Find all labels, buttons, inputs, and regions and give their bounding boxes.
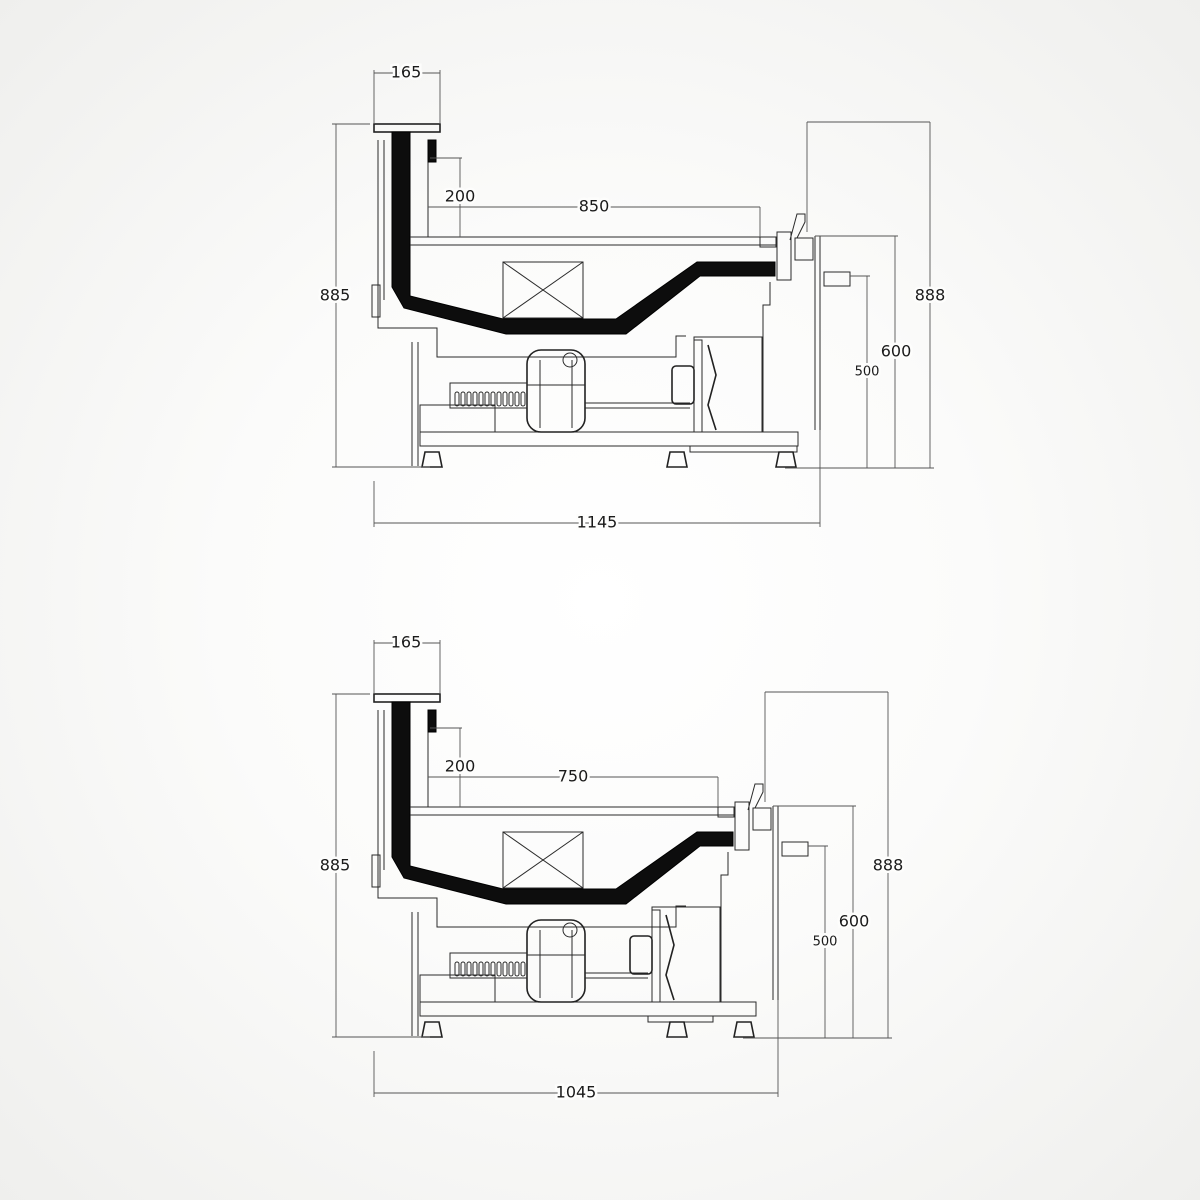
coil-fin bbox=[472, 961, 478, 977]
electrical-box bbox=[419, 404, 496, 433]
dim-label-height-600: 600 bbox=[881, 342, 912, 361]
front-handle bbox=[747, 783, 764, 811]
compressor-terminal bbox=[562, 352, 578, 368]
fan-motor-mount bbox=[693, 339, 703, 433]
coil-fin bbox=[454, 391, 460, 407]
fan-motor bbox=[671, 365, 695, 405]
top-canopy bbox=[373, 123, 441, 133]
coil-fin bbox=[478, 391, 484, 407]
wall-bracket bbox=[781, 841, 809, 857]
fan-motor-mount bbox=[651, 909, 661, 1003]
adjustable-foot bbox=[733, 1021, 755, 1038]
adjustable-foot bbox=[421, 451, 443, 468]
coil-fin bbox=[490, 391, 496, 407]
dim-label-height-500: 500 bbox=[813, 935, 838, 950]
coil-fin bbox=[514, 391, 520, 407]
coil-fin bbox=[490, 961, 496, 977]
coil-fin bbox=[496, 961, 502, 977]
condenser-housing bbox=[693, 336, 763, 433]
dim-label-top-width: 165 bbox=[391, 63, 422, 82]
electrical-box bbox=[419, 974, 496, 1003]
base-rail bbox=[647, 1015, 714, 1023]
coil-fin bbox=[466, 961, 472, 977]
insulated-tub-wall bbox=[391, 131, 776, 335]
coil-fin bbox=[496, 391, 502, 407]
coil-fin bbox=[466, 391, 472, 407]
dim-label-overall-width: 1045 bbox=[556, 1083, 597, 1102]
coil-fin bbox=[478, 961, 484, 977]
cabinet-outline-left bbox=[377, 710, 686, 928]
coil-fin bbox=[454, 961, 460, 977]
coil-fin bbox=[460, 391, 466, 407]
product-box-cross bbox=[502, 831, 584, 889]
cabinet-outline-left bbox=[377, 140, 686, 358]
dim-label-height-600: 600 bbox=[839, 912, 870, 931]
coil-fin bbox=[520, 961, 526, 977]
cabinet-outline-right bbox=[762, 282, 771, 432]
coil-fin bbox=[520, 391, 526, 407]
condenser-coil bbox=[449, 382, 528, 409]
dim-label-height-right: 888 bbox=[873, 856, 904, 875]
top-canopy bbox=[373, 693, 441, 703]
adjustable-foot bbox=[421, 1021, 443, 1038]
product-box bbox=[502, 831, 584, 889]
front-bumper bbox=[776, 231, 792, 281]
dim-label-height-left: 885 bbox=[320, 286, 351, 305]
dim-label-height-left: 885 bbox=[320, 856, 351, 875]
front-bumper bbox=[734, 801, 750, 851]
coil-fin bbox=[502, 391, 508, 407]
shelf-end bbox=[717, 806, 735, 818]
coil-fin bbox=[502, 961, 508, 977]
coil-fin bbox=[460, 961, 466, 977]
rear-trim bbox=[427, 709, 437, 733]
coil-fin bbox=[514, 961, 520, 977]
fan-motor bbox=[629, 935, 653, 975]
dim-label-overall-width: 1145 bbox=[577, 513, 618, 532]
dim-label-height-right: 888 bbox=[915, 286, 946, 305]
product-box bbox=[502, 261, 584, 319]
dim-label-shelf-length: 750 bbox=[558, 767, 589, 786]
fan-blade bbox=[665, 914, 675, 1001]
side-hinge bbox=[371, 854, 381, 888]
dim-label-height-500: 500 bbox=[855, 365, 880, 380]
cabinet-outline-right bbox=[720, 852, 729, 1002]
adjustable-foot bbox=[666, 1021, 688, 1038]
base-rail bbox=[689, 445, 798, 453]
fan-blade bbox=[707, 344, 717, 431]
product-box-cross bbox=[502, 261, 584, 319]
dim-label-inner-depth: 200 bbox=[445, 187, 476, 206]
base-plate bbox=[419, 431, 799, 447]
base-plate bbox=[419, 1001, 757, 1017]
condenser-coil bbox=[449, 952, 528, 979]
coil-fin bbox=[472, 391, 478, 407]
wall-bracket bbox=[823, 271, 851, 287]
dim-label-shelf-length: 850 bbox=[579, 197, 610, 216]
insulated-tub-wall bbox=[391, 701, 734, 905]
front-rail-profile bbox=[794, 237, 814, 261]
rear-trim bbox=[427, 139, 437, 163]
compressor-terminal bbox=[562, 922, 578, 938]
coil-fin bbox=[484, 961, 490, 977]
coil-fin bbox=[508, 961, 514, 977]
side-hinge bbox=[371, 284, 381, 318]
adjustable-foot bbox=[775, 451, 797, 468]
shelf-end bbox=[759, 236, 777, 248]
adjustable-foot bbox=[666, 451, 688, 468]
dim-label-inner-depth: 200 bbox=[445, 757, 476, 776]
front-rail-profile bbox=[752, 807, 772, 831]
coil-fin bbox=[508, 391, 514, 407]
condenser-housing bbox=[651, 906, 721, 1003]
front-handle bbox=[789, 213, 806, 241]
coil-fin bbox=[484, 391, 490, 407]
dim-label-top-width: 165 bbox=[391, 633, 422, 652]
